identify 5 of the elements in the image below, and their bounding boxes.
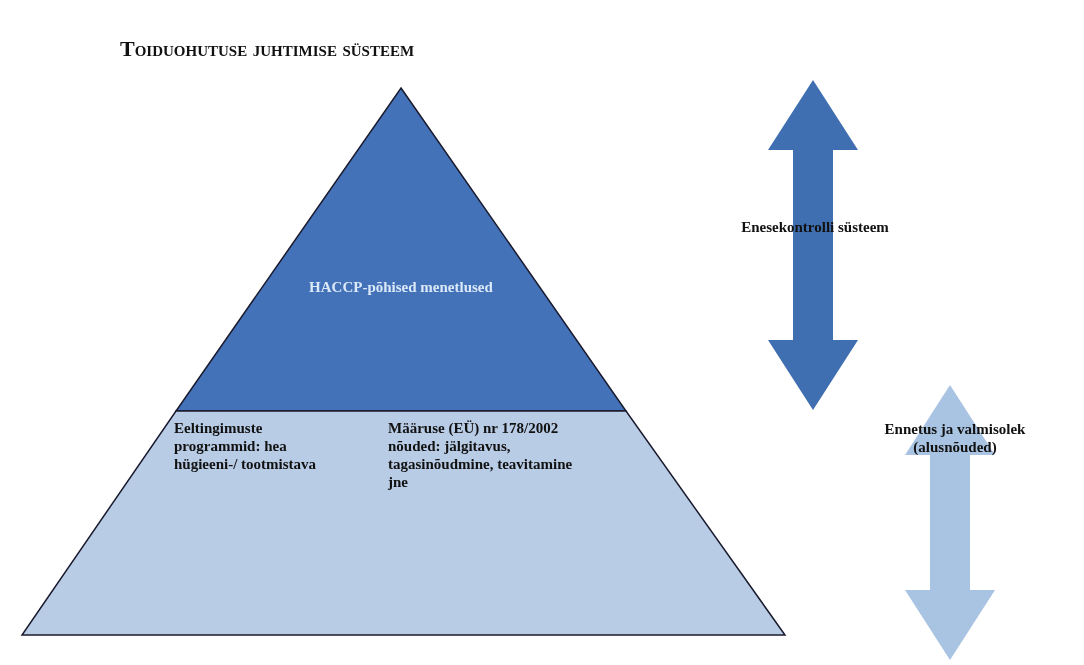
node-text: HACCP-põhised menetlused <box>308 278 494 296</box>
node-text: Määruse (EÜ) nr 178/2002 nõuded: jälgitavus, tagasinõudmine, teavitamine jne <box>388 419 574 491</box>
node-text: Eeltingimuste programmid: hea hügieeni-/ tootmistava <box>174 419 318 473</box>
title: Toiduohutuse juhtimise süsteem <box>120 36 415 62</box>
arrow-label: Ennetus ja valmisolek (alusnõuded) <box>883 420 1027 456</box>
